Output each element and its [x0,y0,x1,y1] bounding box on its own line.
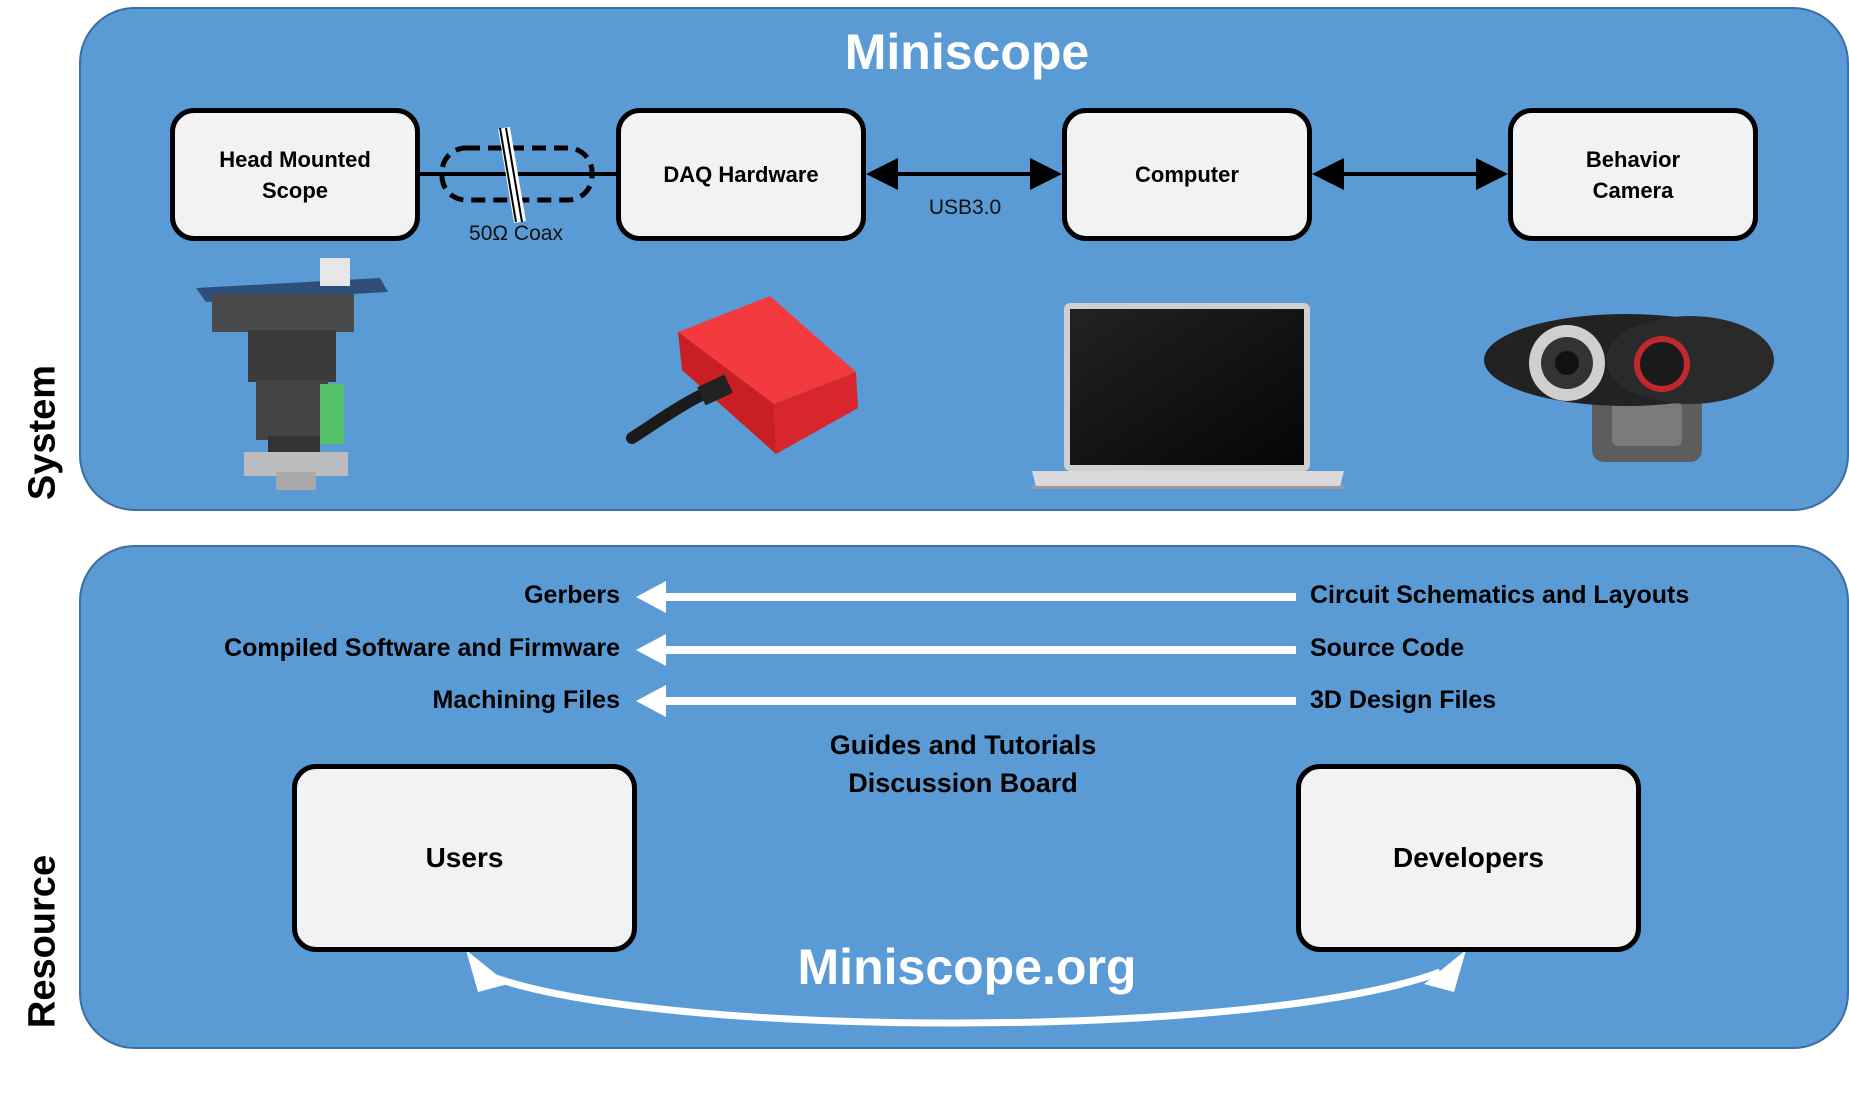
daq-hardware-label: DAQ Hardware [663,162,819,187]
left-item-gerbers: Gerbers [524,581,620,609]
system-panel [79,7,1849,511]
daq-hardware-box: DAQ Hardware [616,108,866,241]
right-item-circuit-schematics: Circuit Schematics and Layouts [1310,581,1690,609]
developers-box: Developers [1296,764,1641,952]
left-item-compiled-software: Compiled Software and Firmware [224,634,620,662]
users-label: Users [425,842,504,873]
behavior-camera-label: Behavior Camera [1585,146,1681,203]
camera-illustration [1484,314,1774,462]
guides-tutorials-label: Guides and Tutorials [829,730,1097,760]
developers-label: Developers [1393,842,1544,873]
miniscope-org-arrow [466,950,1466,1027]
right-item-3d-design-files: 3D Design Files [1310,686,1497,714]
computer-label: Computer [1135,162,1239,187]
head-mounted-scope-label: Head Mounted Scope [219,146,371,203]
computer-box: Computer [1062,108,1312,241]
coax-label: 50Ω Coax [469,222,563,245]
usb-label: USB3.0 [928,196,1002,219]
daq-illustration [626,296,858,454]
head-mounted-scope-box: Head Mounted Scope [170,108,420,241]
resource-arrows [636,581,1296,717]
computer-illustration [1032,303,1344,489]
miniscope-org-title: Miniscope.org [797,939,1137,995]
left-item-machining-files: Machining Files [432,686,620,714]
coax-connector [420,126,616,224]
miniscope-title: Miniscope [844,24,1090,80]
users-box: Users [292,764,637,952]
right-item-source-code: Source Code [1310,634,1465,662]
diagram-graphics [196,126,1774,1027]
scope-illustration [196,258,388,490]
discussion-board-label: Discussion Board [848,768,1078,798]
behavior-camera-box: Behavior Camera [1508,108,1758,241]
